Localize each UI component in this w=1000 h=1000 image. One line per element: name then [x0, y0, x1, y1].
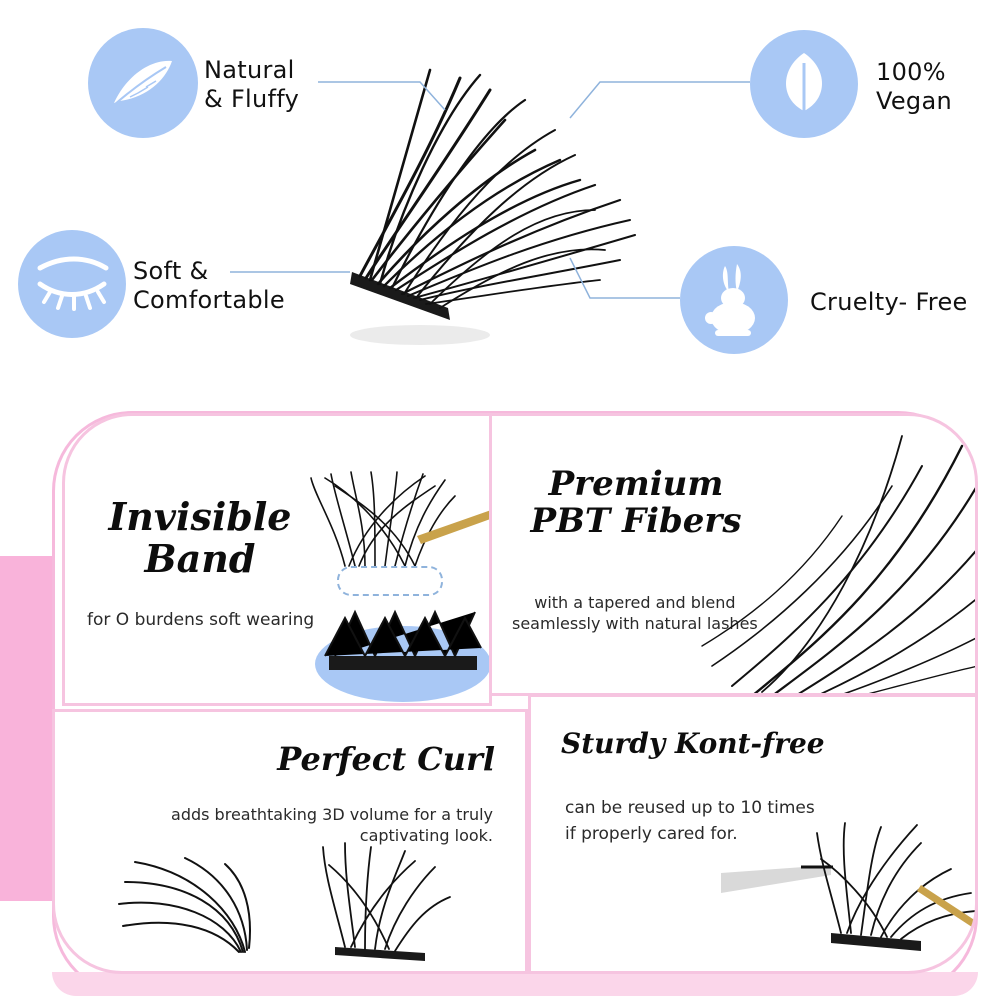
band-lash-illustration — [310, 471, 489, 567]
panel-sturdy: Sturdy Kont-free can be reused up to 10 … — [528, 694, 978, 974]
panel-title-invisible-band: Invisible Band — [108, 494, 292, 581]
curl-lash-front — [322, 842, 451, 961]
panel-invisible-band: Invisible Band for O burdens soft wearin… — [62, 413, 492, 706]
panel-desc-invisible-band: for O burdens soft wearing — [87, 610, 315, 630]
feature-icon-circle-natural — [88, 28, 198, 138]
hero-lash-cluster — [350, 68, 636, 345]
panel-pbt-fibers: Premium PBT Fibers with a tapered and bl… — [489, 413, 978, 696]
panel-title-pbt-fibers: Premium PBT Fibers — [530, 464, 742, 542]
rabbit-icon — [705, 264, 755, 336]
panel-title-perfect-curl: Perfect Curl — [277, 740, 495, 778]
curl-lash-side — [118, 857, 251, 953]
feather-icon — [113, 60, 172, 106]
pink-side-accent — [0, 556, 60, 901]
feature-label-cruelty: Cruelty- Free — [810, 288, 968, 316]
band-highlight-dashed — [337, 566, 443, 596]
leader-lines — [230, 81, 750, 299]
leaf-icon — [786, 53, 822, 117]
band-closeup — [315, 609, 489, 702]
panel-desc-perfect-curl: adds breathtaking 3D volume for a truly … — [171, 805, 493, 845]
feature-label-vegan: 100% Vegan — [876, 58, 952, 115]
pbt-fiber-strands — [701, 435, 975, 693]
feature-icon-circle-soft — [18, 230, 126, 338]
feature-label-soft: Soft & Comfortable — [133, 257, 285, 314]
feature-label-natural: Natural & Fluffy — [204, 56, 300, 113]
sturdy-lash-with-tweezer — [721, 822, 975, 951]
panel-desc-pbt-fibers: with a tapered and blend seamlessly with… — [512, 593, 758, 633]
panel-title-sturdy: Sturdy Kont-free — [561, 727, 825, 760]
feature-icon-circle-cruelty — [680, 246, 788, 354]
panel-perfect-curl: Perfect Curl adds breathtaking 3D volume… — [52, 709, 528, 974]
panel-desc-sturdy: can be reused up to 10 times if properly… — [565, 798, 815, 844]
feature-icon-circle-vegan — [750, 30, 858, 138]
pink-bottom-accent — [52, 972, 978, 996]
closed-eye-icon — [37, 256, 109, 311]
